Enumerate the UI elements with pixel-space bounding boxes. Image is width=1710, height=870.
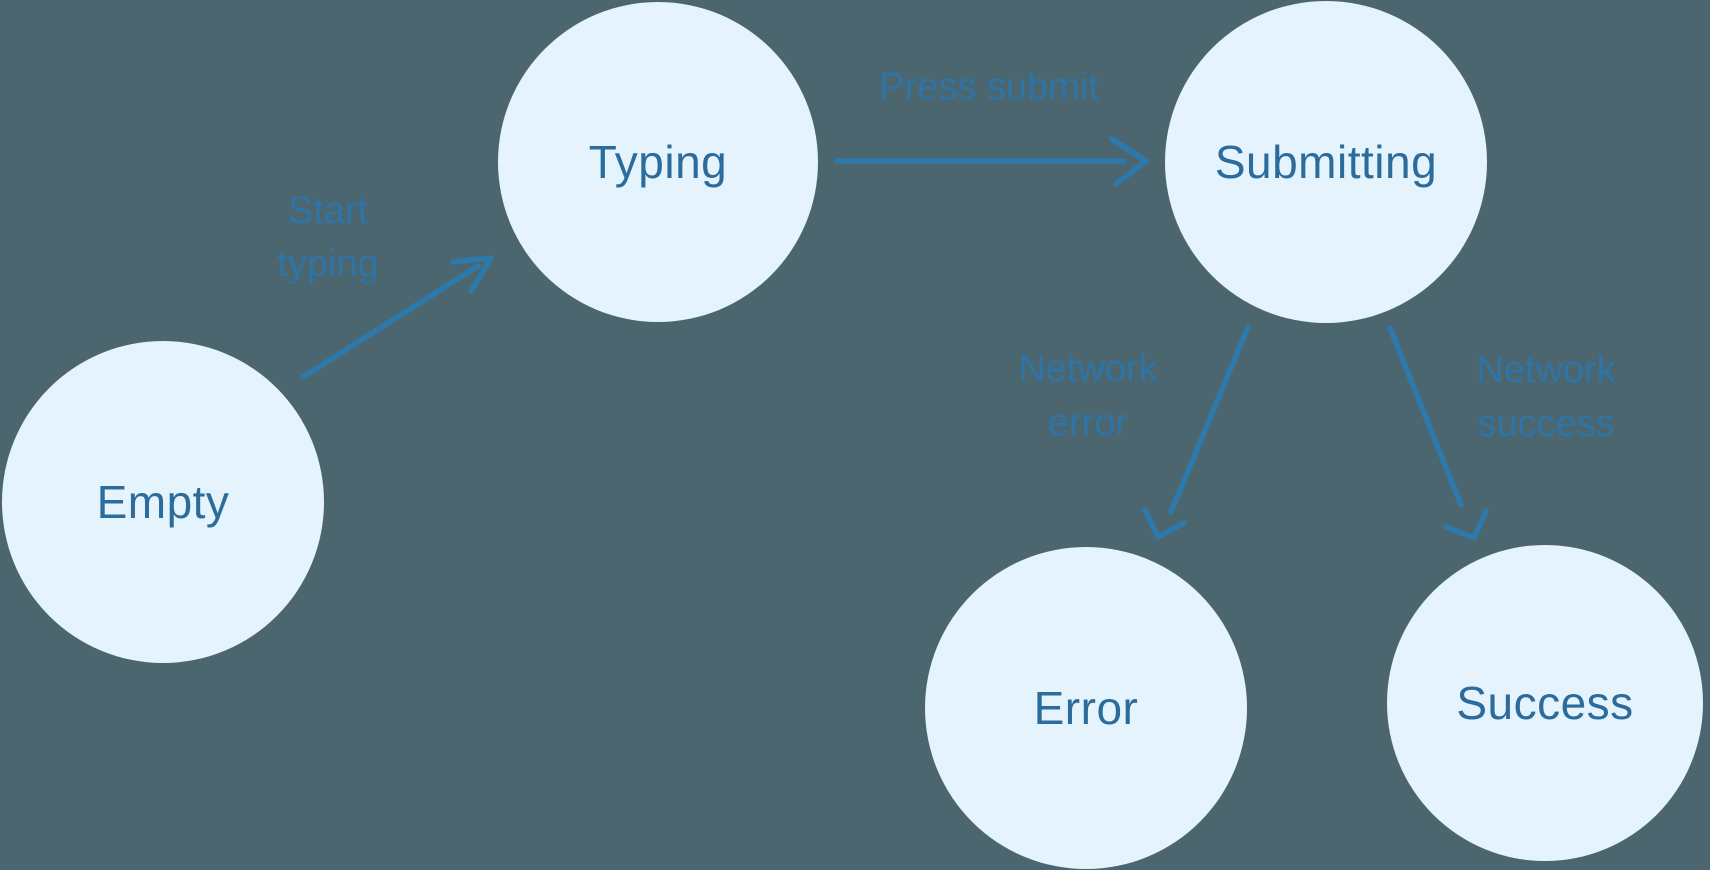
edge-label-line: Press submit <box>879 66 1099 108</box>
edge-label-line: Network <box>1018 348 1158 390</box>
state-node-submitting: Submitting <box>1165 1 1487 323</box>
edge-label-line: Network <box>1476 349 1616 391</box>
state-node-empty: Empty <box>2 341 324 663</box>
state-node-typing: Typing <box>498 2 818 322</box>
arrowhead-icon <box>1443 508 1489 541</box>
state-label-submitting: Submitting <box>1214 136 1438 188</box>
state-label-typing: Typing <box>588 136 728 188</box>
edge-label-line: typing <box>277 243 379 285</box>
state-node-success: Success <box>1387 545 1703 861</box>
edge-label-line: success <box>1477 403 1615 445</box>
state-label-success: Success <box>1456 677 1634 729</box>
edge-label-network-error: Network error <box>1018 342 1157 450</box>
state-label-error: Error <box>1033 682 1139 734</box>
state-node-error: Error <box>925 547 1247 869</box>
edge-label-start-typing: Start typing <box>277 185 378 291</box>
edge-label-line: Start <box>287 190 369 232</box>
arrow-submitting-to-error <box>1142 324 1251 540</box>
state-label-empty: Empty <box>96 476 230 528</box>
arrow-submitting-to-success <box>1387 325 1489 541</box>
edge-label-press-submit: Press submit <box>879 60 1099 114</box>
edge-label-line: error <box>1047 402 1129 444</box>
edge-label-network-success: Network success <box>1476 343 1615 451</box>
arrowhead-icon <box>450 255 494 294</box>
arrow-typing-to-submitting <box>834 136 1149 187</box>
arrowhead-icon <box>1109 136 1149 187</box>
arrowhead-icon <box>1142 507 1187 540</box>
